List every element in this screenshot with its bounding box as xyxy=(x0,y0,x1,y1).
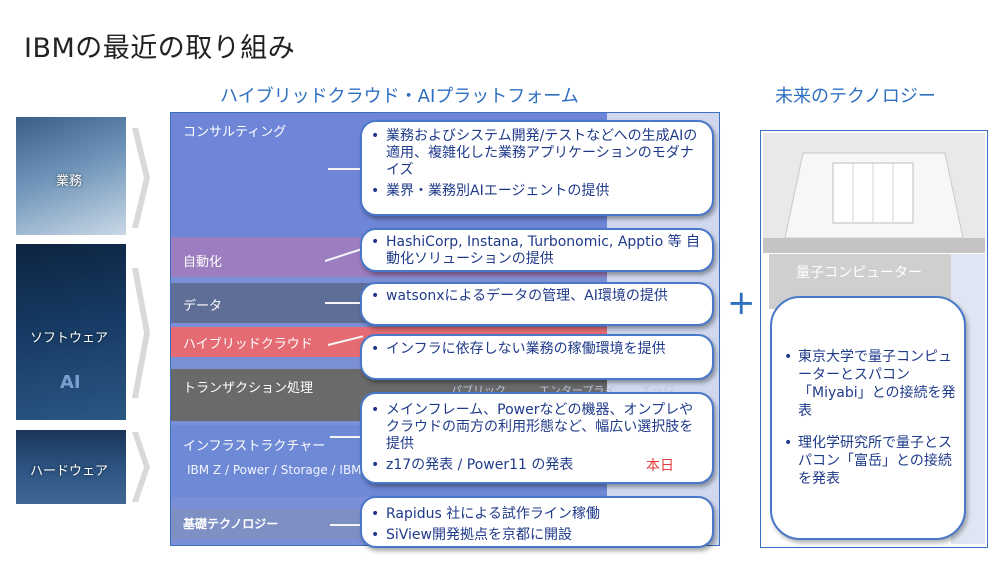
platform-header: ハイブリッドクラウド・AIプラットフォーム xyxy=(220,86,579,107)
layer-label: コンサルティング xyxy=(183,125,287,140)
chevron-right-icon xyxy=(132,432,150,502)
layer-label: インフラストラクチャー xyxy=(183,439,326,454)
chevron-right-icon xyxy=(132,268,150,398)
callout-item: 理化学研究所で量子とスパコン「富岳」との接続を発表 xyxy=(780,434,958,488)
category-tile-hardware: ハードウェア xyxy=(16,430,126,504)
chevron-right-icon xyxy=(132,128,150,228)
connector-line xyxy=(325,302,363,304)
quantum-computer-label: 量子コンピューター xyxy=(796,265,922,281)
callout-item: Rapidus 社による試作ライン稼働 xyxy=(362,506,706,523)
category-tile-business: 業務 xyxy=(16,117,126,235)
category-label-hardware: ハードウェア xyxy=(30,464,109,479)
plus-icon: + xyxy=(727,283,756,323)
page-title: IBMの最近の取り組み xyxy=(24,33,296,64)
callout-future-tech: 東京大学で量子コンピューターとスパコン「Miyabi」との接続を発表 理化学研究… xyxy=(770,296,966,540)
layer-label: 自動化 xyxy=(183,255,223,270)
callout-item: 業務およびシステム開発/テストなどへの生成AIの適用、複雑化した業務アプリケーシ… xyxy=(362,128,704,179)
connector-line xyxy=(330,436,364,438)
callout-automation: HashiCorp, Instana, Turbonomic, Apptio 等… xyxy=(360,228,714,272)
category-label-software: ソフトウェア xyxy=(30,331,109,346)
layer-label: トランザクション処理 xyxy=(183,381,314,396)
category-label-business: 業務 xyxy=(56,174,83,189)
layer-label: データ xyxy=(183,299,223,314)
callout-item: SiView開発拠点を京都に開設 xyxy=(362,527,706,544)
layer-label: ハイブリッドクラウド xyxy=(183,337,313,352)
quantum-computer-image xyxy=(763,133,985,253)
callout-consulting: 業務およびシステム開発/テストなどへの生成AIの適用、複雑化した業務アプリケーシ… xyxy=(360,120,714,216)
callout-data: watsonxによるデータの管理、AI環境の提供 xyxy=(360,282,714,326)
connector-line xyxy=(330,524,364,526)
callout-item: メインフレーム、Powerなどの機器、オンプレやクラウドの両方の利用形態など、幅… xyxy=(362,402,702,453)
future-header: 未来のテクノロジー xyxy=(775,86,936,107)
callout-infrastructure: メインフレーム、Powerなどの機器、オンプレやクラウドの両方の利用形態など、幅… xyxy=(360,392,714,484)
callout-item: HashiCorp, Instana, Turbonomic, Apptio 等… xyxy=(362,234,706,268)
category-tile-software: ソフトウェア AI xyxy=(16,244,126,420)
today-badge: 本日 xyxy=(646,458,674,474)
callout-item: 業界・業務別AIエージェントの提供 xyxy=(362,183,704,200)
layer-label: 基礎テクノロジー xyxy=(183,517,279,531)
connector-line xyxy=(328,168,364,170)
layer-sublabel: IBM Z / Power / Storage / IBM xyxy=(187,463,362,477)
callout-item: インフラに依存しない業務の稼働環境を提供 xyxy=(362,341,706,358)
callout-hybrid-cloud: インフラに依存しない業務の稼働環境を提供 xyxy=(360,334,714,380)
ai-graphic: AI xyxy=(60,372,81,393)
callout-item: watsonxによるデータの管理、AI環境の提供 xyxy=(362,288,706,305)
callout-item: z17の発表 / Power11 の発表 xyxy=(362,457,702,474)
callout-item: 東京大学で量子コンピューターとスパコン「Miyabi」との接続を発表 xyxy=(780,348,958,420)
callout-foundation: Rapidus 社による試作ライン稼働 SiView開発拠点を京都に開設 xyxy=(360,496,714,548)
